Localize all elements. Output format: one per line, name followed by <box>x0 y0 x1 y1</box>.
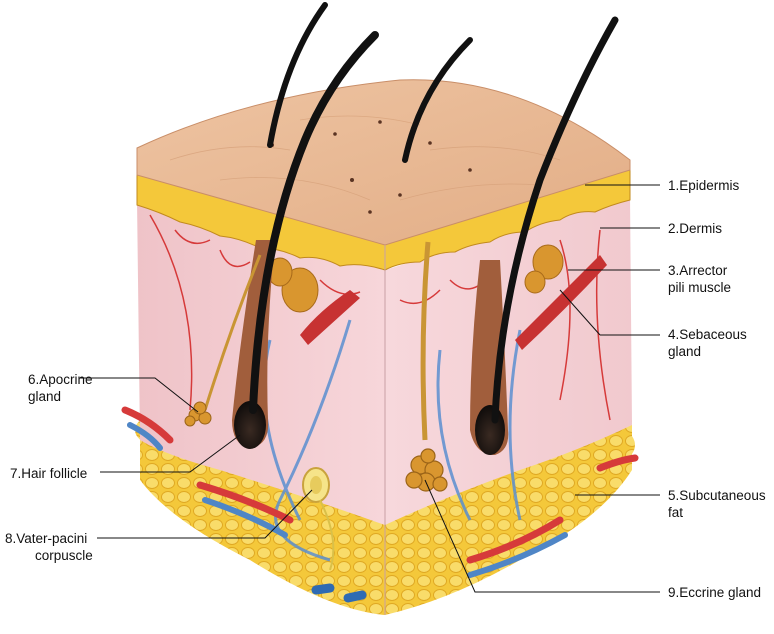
label-eccrine-gland: 9.Eccrine gland <box>668 584 761 601</box>
label-subcutaneous-fat: 5.Subcutaneous fat <box>668 487 766 521</box>
label-epidermis: 1.Epidermis <box>668 177 739 194</box>
label-apocrine-gland: 6.Apocrine gland <box>28 371 93 405</box>
label-hair-follicle: 7.Hair follicle <box>10 465 87 482</box>
label-arrector-pili: 3.Arrector pili muscle <box>668 262 731 296</box>
label-sebaceous-gland: 4.Sebaceous gland <box>668 326 747 360</box>
label-vater-pacini: 8.Vater-pacini corpuscle <box>5 530 93 564</box>
label-dermis: 2.Dermis <box>668 220 722 237</box>
